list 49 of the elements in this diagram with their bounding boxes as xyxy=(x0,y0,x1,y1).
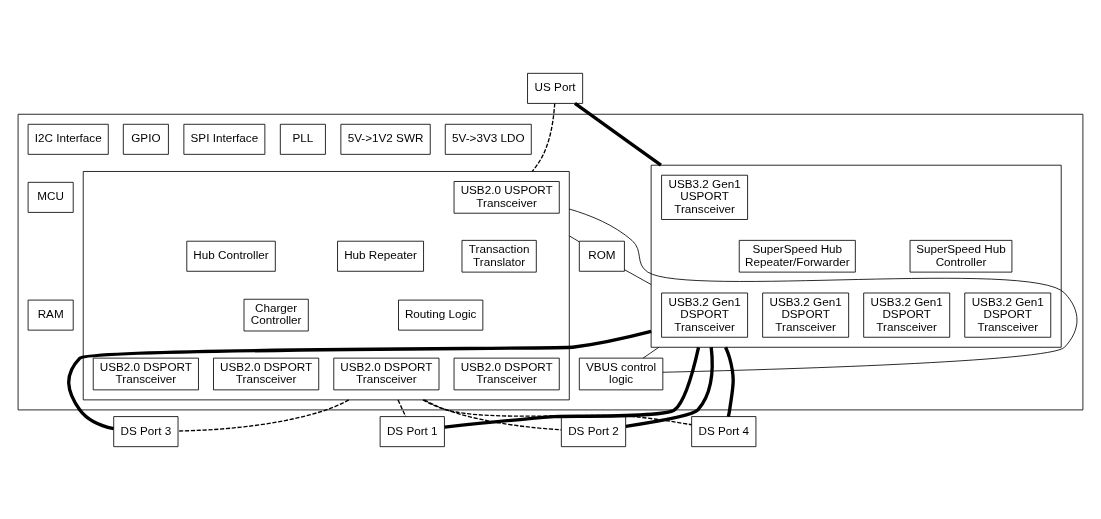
connector xyxy=(397,398,407,417)
connector xyxy=(624,268,652,285)
node-box: USB2.0 DSPORT Transceiver xyxy=(453,357,560,390)
node-box: USB2.0 DSPORT Transceiver xyxy=(333,357,440,390)
connector xyxy=(531,102,556,172)
cluster xyxy=(82,170,570,400)
node-box: Routing Logic xyxy=(398,299,484,331)
node-box: MCU xyxy=(27,181,74,213)
connector xyxy=(444,346,701,429)
node-box: DS Port 1 xyxy=(379,415,445,447)
connector xyxy=(177,398,350,432)
connector xyxy=(642,346,660,358)
node-box: ROM xyxy=(578,240,625,272)
connector xyxy=(625,346,714,428)
node-box: SuperSpeed Hub Controller xyxy=(909,239,1013,273)
node-box: 5V->3V3 LDO xyxy=(444,123,532,155)
node-box: USB3.2 Gen1 DSPORT Transceiver xyxy=(964,292,1052,338)
node-box: Transaction Translator xyxy=(461,239,537,273)
connector xyxy=(724,346,735,417)
node-box: GPIO xyxy=(122,123,169,155)
connector xyxy=(422,398,693,425)
node-box: US Port xyxy=(527,72,584,104)
cluster xyxy=(650,164,1062,348)
connector xyxy=(568,208,1078,373)
node-box: DS Port 2 xyxy=(560,415,627,447)
node-box: USB3.2 Gen1 USPORT Transceiver xyxy=(661,174,748,220)
node-box: PLL xyxy=(279,123,326,155)
connector xyxy=(573,101,662,167)
node-box: Charger Controller xyxy=(243,298,309,331)
connector xyxy=(67,329,652,430)
cluster xyxy=(17,113,1084,410)
node-box: USB3.2 Gen1 DSPORT Transceiver xyxy=(863,292,951,338)
node-box: USB3.2 Gen1 DSPORT Transceiver xyxy=(762,292,850,338)
node-box: Hub Controller xyxy=(186,240,276,272)
node-box: SuperSpeed Hub Repeater/Forwarder xyxy=(738,239,856,273)
node-box: VBUS control logic xyxy=(578,357,664,390)
node-box: USB3.2 Gen1 DSPORT Transceiver xyxy=(661,292,748,338)
connector xyxy=(423,398,562,430)
node-box: RAM xyxy=(27,299,74,331)
node-box: USB2.0 USPORT Transceiver xyxy=(453,180,560,214)
node-box: SPI Interface xyxy=(183,123,266,155)
node-box: I2C Interface xyxy=(27,123,109,155)
node-box: Hub Repeater xyxy=(337,240,424,272)
node-box: DS Port 3 xyxy=(113,415,179,447)
node-box: USB2.0 DSPORT Transceiver xyxy=(213,357,320,390)
node-box: USB2.0 DSPORT Transceiver xyxy=(92,357,199,390)
node-box: DS Port 4 xyxy=(691,415,757,447)
node-box: 5V->1V2 SWR xyxy=(340,123,431,155)
connector xyxy=(568,234,580,242)
